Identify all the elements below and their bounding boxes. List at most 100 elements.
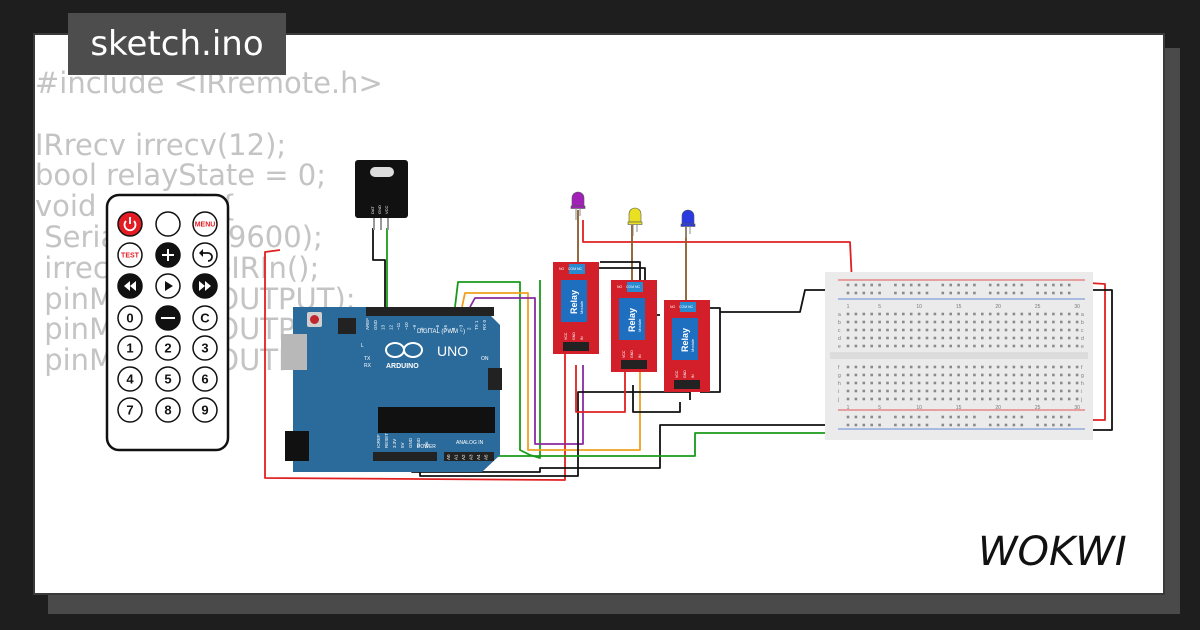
relay-subtitle: Module <box>579 300 584 314</box>
remote-button[interactable] <box>117 211 143 237</box>
wire[interactable] <box>1075 289 1113 431</box>
remote-button[interactable]: 6 <box>192 366 218 392</box>
power-icon <box>123 217 137 232</box>
breadboard-row-letter: a <box>838 312 841 318</box>
led[interactable] <box>680 209 696 238</box>
remote-button[interactable] <box>192 273 218 299</box>
arduino-pin-label: A0 <box>446 454 451 460</box>
remote-button[interactable]: 2 <box>155 335 181 361</box>
led[interactable] <box>627 207 643 236</box>
remote-button[interactable]: 9 <box>192 397 218 423</box>
arduino-pin-label: A1 <box>454 454 459 460</box>
remote-button[interactable] <box>155 273 181 299</box>
remote-button-label: 4 <box>126 372 134 387</box>
leds <box>570 191 696 238</box>
wire[interactable] <box>372 228 386 307</box>
breadboard-row-letter: i <box>1081 389 1082 395</box>
remote-button[interactable]: MENU <box>192 211 218 237</box>
remote-button-label: MENU <box>195 222 216 229</box>
ir-pin-label: GND <box>377 205 382 214</box>
wire[interactable] <box>461 292 641 451</box>
breadboard-row-letter: f <box>838 365 840 371</box>
breadboard-col-number: 20 <box>995 405 1001 411</box>
remote-button[interactable]: 4 <box>117 366 143 392</box>
remote-button-label: 9 <box>201 403 208 418</box>
remote-button[interactable]: C <box>192 305 218 331</box>
wire[interactable] <box>454 280 541 459</box>
relay-pin-label: VCC <box>622 350 626 358</box>
breadboard-row-letter: b <box>1081 320 1084 326</box>
led[interactable] <box>570 191 586 220</box>
power-header-label: POWER <box>417 444 436 450</box>
digital-header-label: DIGITAL (PWM ~) <box>417 329 465 335</box>
arduino-pin-label: Vin <box>424 441 429 448</box>
wire[interactable] <box>419 391 691 477</box>
wire[interactable] <box>575 365 626 413</box>
relay-pin-label: GND <box>630 350 634 358</box>
remote-button[interactable] <box>155 211 181 237</box>
arduino-pin-label: A4 <box>476 454 481 460</box>
remote-button-label: C <box>200 311 210 326</box>
relay-pin-label: NC <box>635 285 641 289</box>
arduino-pin-label: RESET <box>384 433 389 448</box>
breadboard-col-number: 15 <box>956 304 962 310</box>
breadboard-col-number: 30 <box>1074 405 1080 411</box>
relay-title: Relay <box>627 308 637 332</box>
remote-button[interactable] <box>155 305 181 331</box>
wire[interactable] <box>469 297 584 445</box>
remote-button-label: 3 <box>201 341 208 356</box>
remote-button[interactable]: 7 <box>117 397 143 423</box>
breadboard-col-number: 15 <box>956 405 962 411</box>
remote-button-label: 0 <box>126 311 133 326</box>
breadboard-row-letter: d <box>1081 336 1084 342</box>
remote-button-label: 1 <box>126 341 133 356</box>
breadboard-col-number: 10 <box>916 405 922 411</box>
remote-button[interactable]: 5 <box>155 366 181 392</box>
relay-pin-label: COM <box>626 285 634 289</box>
wokwi-logo: WOKWI <box>978 529 1127 573</box>
breadboard-col-number: 5 <box>878 405 881 411</box>
remote-button[interactable] <box>155 242 181 268</box>
led-label-l: L <box>361 343 364 349</box>
remote-button[interactable] <box>192 242 218 268</box>
breadboard-col-number: 1 <box>847 304 850 310</box>
arduino-pin-label: GND <box>408 437 413 448</box>
breadboard-col-number: 25 <box>1035 405 1041 411</box>
remote-button[interactable]: TEST <box>117 242 143 268</box>
remote-button[interactable]: 3 <box>192 335 218 361</box>
wire[interactable] <box>632 385 681 413</box>
arduino-pin-label: RX 0 <box>482 319 487 330</box>
board-model-label: UNO <box>437 343 468 359</box>
arduino-pin-label: 3.3V <box>392 439 397 448</box>
wire[interactable] <box>600 261 641 285</box>
wire[interactable] <box>582 220 853 284</box>
code-line: bool relayState = 0; <box>35 158 327 193</box>
remote-button[interactable]: 0 <box>117 305 143 331</box>
arduino-pin-label: A5 <box>484 454 489 460</box>
remote-button[interactable]: 1 <box>117 335 143 361</box>
relay-pin-label: IN <box>580 336 584 340</box>
code-line: IRrecv irrecv(12); <box>35 127 287 162</box>
relay-pin-label: COM <box>679 305 687 309</box>
file-tab[interactable]: sketch.ino <box>68 13 286 75</box>
remote-button[interactable] <box>117 273 143 299</box>
remote-button[interactable]: 8 <box>155 397 181 423</box>
breadboard-row-letter: i <box>838 389 839 395</box>
arduino-logo-icon <box>385 342 423 358</box>
ir-pin-label: DAT <box>370 206 375 214</box>
breadboard-row-letter: h <box>838 381 841 387</box>
relay-title: Relay <box>680 328 690 352</box>
relay-title: Relay <box>569 290 579 314</box>
arduino-pin-label: 8 <box>420 327 425 330</box>
play-icon <box>165 281 173 291</box>
relay-pin-label: GND <box>683 370 687 378</box>
breadboard-row-letter: b <box>838 320 841 326</box>
